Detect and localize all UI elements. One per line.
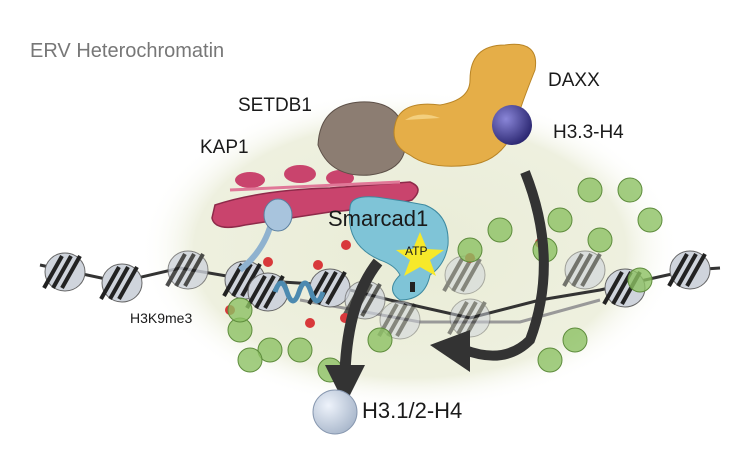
dna-wrap	[447, 301, 469, 335]
histone-h4-bead	[637, 207, 663, 233]
histone-h4-bead	[587, 227, 613, 253]
dna-wrap	[108, 266, 130, 300]
h3k9me3-mark	[313, 260, 323, 270]
h3k9me3-label: H3K9me3	[130, 310, 193, 326]
dna-wrap	[60, 255, 82, 289]
dna-wrap	[42, 255, 64, 289]
nucleosome	[42, 252, 86, 292]
setdb1-protein	[317, 101, 407, 176]
daxx-highlight	[405, 114, 440, 120]
dna-wrap	[222, 263, 244, 297]
smarcad1-label: Smarcad1	[328, 206, 429, 231]
dna-wrap	[254, 275, 276, 309]
setdb1-label: SETDB1	[238, 95, 312, 116]
histone-h4-bead	[487, 217, 513, 243]
dna-wrap	[460, 258, 482, 292]
h3k9me3-mark	[305, 318, 315, 328]
histone-h4-bead	[367, 327, 393, 353]
smarcad1-protein	[348, 196, 449, 301]
nucleosome	[245, 272, 289, 312]
dna-wrap	[231, 263, 253, 297]
nucleosome	[667, 250, 711, 290]
daxx-label: DAXX	[548, 70, 600, 91]
histone-h4-bead	[257, 337, 283, 363]
h3k9me3-mark	[341, 240, 351, 250]
dna-wrap	[174, 253, 196, 287]
dna-wrap	[183, 253, 205, 287]
histone-h4-bead	[227, 297, 253, 323]
dna-wrap	[165, 253, 187, 287]
deposition-arrow-h31	[325, 258, 383, 405]
dna-wrap	[580, 253, 602, 287]
nucleosome	[447, 298, 491, 338]
nucleosome	[99, 263, 143, 303]
h33-h4-label: H3.3-H4	[553, 122, 624, 143]
diagram-title: ERV Heterochromatin	[30, 40, 225, 62]
nucleosome	[165, 250, 209, 290]
dna-wrap	[685, 253, 707, 287]
dna-wrap	[99, 266, 121, 300]
chromodomain-coil	[272, 280, 326, 304]
dna-wrap	[562, 253, 584, 287]
atp-star	[396, 232, 444, 276]
dna-wrap	[667, 253, 689, 287]
dna-wrap	[395, 303, 417, 337]
histone-h4-bead	[577, 177, 603, 203]
h312-h4-label: H3.1/2-H4	[362, 398, 463, 423]
dna-wrap	[117, 266, 139, 300]
dna-wrap	[442, 258, 464, 292]
dna-wrap	[51, 255, 73, 289]
dna-wrap	[456, 301, 478, 335]
kap1-knob	[263, 198, 293, 232]
atp-label: ATP	[405, 244, 428, 258]
histone-h4-bead	[617, 177, 643, 203]
nucleosome	[377, 300, 421, 340]
histone-h4-bead	[457, 237, 483, 263]
nucleosome	[562, 250, 606, 290]
histone-h4-bead	[547, 207, 573, 233]
dna-wrap	[602, 271, 624, 305]
histone-h4-bead	[562, 327, 588, 353]
smarcad1-tail	[410, 282, 415, 292]
dna-wrap	[325, 271, 347, 305]
kap1-label: KAP1	[200, 137, 249, 158]
eviction-arrow-h33	[430, 170, 549, 372]
histone-h4-bead	[627, 267, 653, 293]
h312-h4-sphere	[312, 389, 358, 435]
dna-wrap	[240, 263, 262, 297]
dna-wrap	[571, 253, 593, 287]
histone-h4-bead	[287, 337, 313, 363]
histone-h4-bead	[537, 347, 563, 373]
nucleosome	[442, 255, 486, 295]
histone-h4-bead	[237, 347, 263, 373]
dna-wrap	[386, 303, 408, 337]
h33-h4-sphere	[492, 105, 532, 145]
dna-wrap	[360, 283, 382, 317]
dna-wrap	[465, 301, 487, 335]
h3k9me3-mark	[263, 257, 273, 267]
dna-wrap	[451, 258, 473, 292]
dna-wrap	[676, 253, 698, 287]
